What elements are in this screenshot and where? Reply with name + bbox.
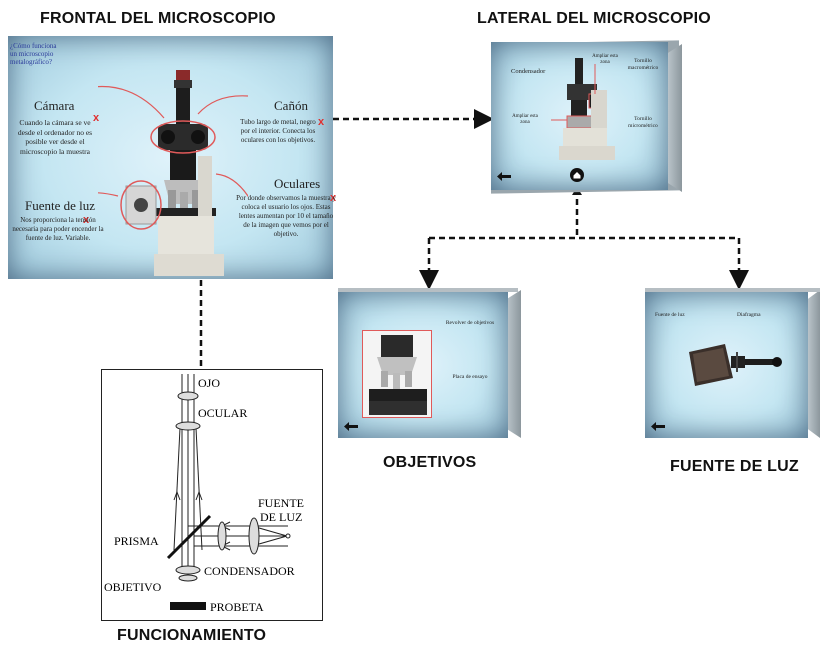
- heading-objetivos: OBJETIVOS: [383, 454, 477, 471]
- canon-text: Tubo largo de metal, negro por el interi…: [240, 118, 316, 144]
- microscope-front-image: [98, 70, 248, 276]
- microscope-side-image: [551, 58, 615, 160]
- label-fuente-line1: FUENTE: [258, 496, 304, 510]
- fuente-frame-top: [645, 288, 820, 292]
- camara-text: Cuando la cámara se ve desde el ordenado…: [17, 118, 93, 156]
- light-source-photo: [689, 344, 782, 386]
- label-condensador: Condensador: [511, 68, 546, 75]
- camara-title: Cámara: [34, 98, 75, 113]
- heading-funcionamiento: FUNCIONAMIENTO: [117, 627, 267, 644]
- back-arrow-icon[interactable]: [344, 422, 358, 431]
- label-ampliar-top: Ampliar esta zona: [592, 54, 618, 65]
- label-prisma: PRISMA: [114, 534, 159, 548]
- frontal-slide: ¿Cómo funciona un microscopio metalográf…: [8, 36, 337, 279]
- oculares-title: Oculares: [274, 176, 321, 191]
- fuente-frame-side: [808, 290, 820, 438]
- heading-fuente-de-luz: FUENTE DE LUZ: [670, 458, 799, 475]
- label-ojo: OJO: [198, 376, 221, 390]
- oculares-x-mark: x: [330, 192, 337, 204]
- fuente-slide: Fuente de luz Diafragma: [645, 292, 808, 438]
- label-tornillo-macro: Tornillo macrométrico: [627, 58, 659, 71]
- lateral-slide: Condensador Ampliar esta zona Ampliar es…: [491, 42, 668, 190]
- canon-title: Cañón: [274, 98, 308, 113]
- label-fuente-line2: DE LUZ: [260, 510, 303, 524]
- label-tornillo-micro: Tornillo micrométrico: [628, 116, 658, 129]
- objetivos-photo-frame: [362, 330, 432, 418]
- optical-diagram-frame: OJO OCULAR FUENTE DE LUZ PRISMA CONDENSA…: [101, 369, 323, 621]
- label-condensador: CONDENSADOR: [204, 564, 295, 578]
- objetivos-photo: [369, 335, 427, 415]
- camara-x-mark: x: [93, 112, 100, 124]
- back-arrow-icon[interactable]: [497, 172, 511, 181]
- heading-lateral: LATERAL DEL MICROSCOPIO: [477, 10, 711, 27]
- lateral-frame-side: [668, 44, 682, 192]
- optical-diagram: [166, 374, 291, 610]
- label-probeta: PROBETA: [210, 600, 264, 614]
- fuente-luz-text: Nos proporciona la tensión necesaria par…: [12, 216, 104, 242]
- back-arrow-icon[interactable]: [651, 422, 665, 431]
- label-ocular: OCULAR: [198, 406, 248, 420]
- fuente-luz-x-mark: x: [83, 214, 90, 226]
- canon-x-mark: x: [318, 116, 325, 128]
- label-ampliar-left: Ampliar esta zona: [512, 114, 538, 125]
- objetivos-frame-top: [338, 288, 518, 292]
- label-placa: Placa de ensayo: [452, 374, 488, 380]
- label-revolver: Revolver de objetivos: [445, 320, 495, 326]
- objetivos-frame-side: [507, 290, 521, 438]
- objetivos-slide: Revolver de objetivos Placa de ensayo: [338, 292, 508, 438]
- label-diafragma: Diafragma: [737, 312, 761, 318]
- home-icon[interactable]: [570, 168, 584, 182]
- label-fuente-de-luz: Fuente de luz: [655, 312, 685, 318]
- label-objetivo: OBJETIVO: [104, 580, 162, 594]
- heading-frontal: FRONTAL DEL MICROSCOPIO: [40, 10, 276, 27]
- fuente-luz-title: Fuente de luz: [25, 198, 96, 213]
- frontal-question: ¿Cómo funciona un microscopio metalográf…: [10, 42, 57, 66]
- oculares-text: Por donde observamos la muestra y coloca…: [236, 194, 336, 238]
